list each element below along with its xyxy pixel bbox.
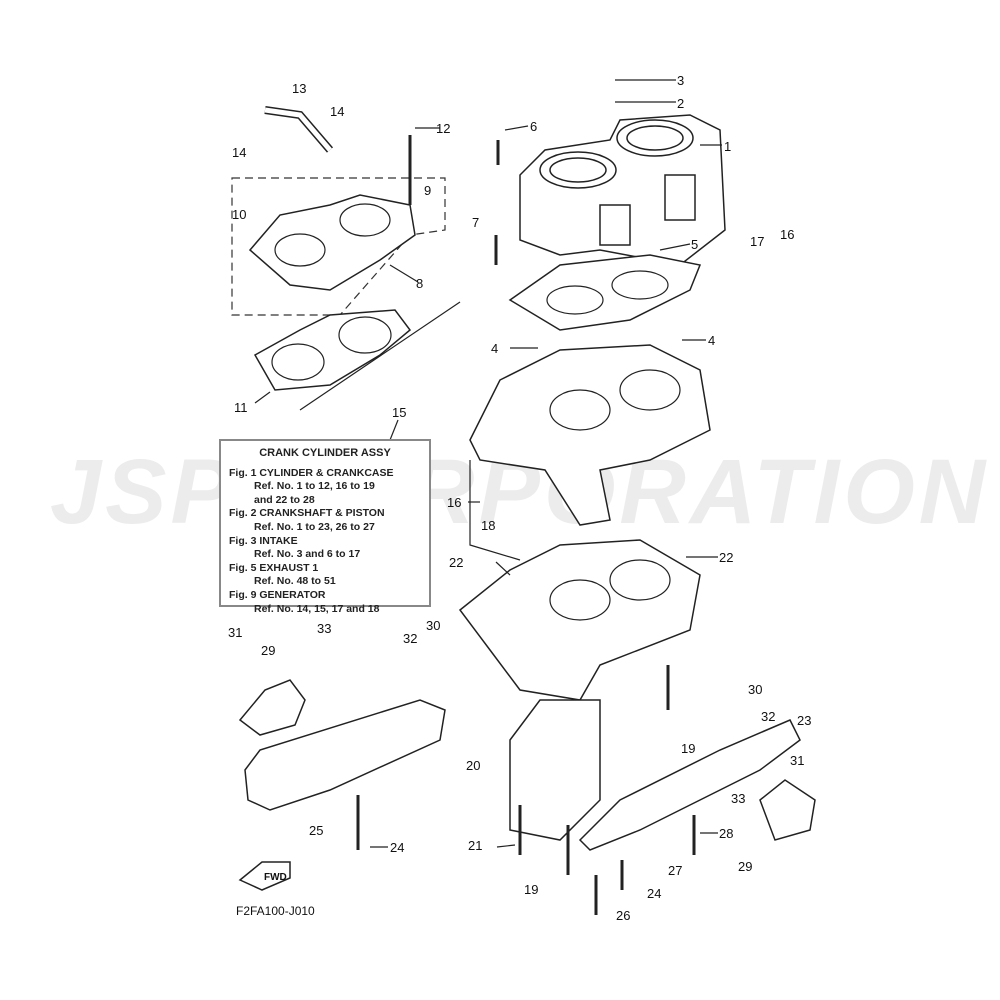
callout: 9 — [424, 183, 431, 198]
callout: 32 — [761, 709, 775, 724]
callout: 5 — [691, 237, 698, 252]
callout: 8 — [416, 276, 423, 291]
fig-1-refs-cont: and 22 to 28 — [254, 493, 315, 506]
figure-code: F2FA100-J010 — [236, 904, 315, 918]
fig-1-refs: Ref. No. 1 to 12, 16 to 19 — [254, 480, 375, 493]
callout: 29 — [738, 859, 752, 874]
callout: 18 — [481, 518, 495, 533]
callout: 15 — [392, 405, 406, 420]
callout: 4 — [491, 341, 498, 356]
callout: 31 — [790, 753, 804, 768]
fig-5-label: Fig. 5 EXHAUST 1 — [229, 561, 319, 574]
callout: 23 — [797, 713, 811, 728]
engine-mount-left — [244, 699, 446, 811]
callout: 33 — [731, 791, 745, 806]
fig-3-label: Fig. 3 INTAKE — [229, 534, 298, 547]
callout: 17 — [750, 234, 764, 249]
fig-2-refs: Ref. No. 1 to 23, 26 to 27 — [254, 520, 375, 533]
callout: 2 — [677, 96, 684, 111]
callout: 25 — [309, 823, 323, 838]
fig-2-label: Fig. 2 CRANKSHAFT & PISTON — [229, 507, 385, 520]
fig-3-refs: Ref. No. 3 and 6 to 17 — [254, 548, 361, 561]
callout: 14 — [232, 145, 246, 160]
callout: 10 — [232, 207, 246, 222]
callout-labels: 3 2 1 12 6 13 14 14 9 10 7 17 16 5 8 4 4… — [228, 73, 811, 923]
head-gasket — [253, 309, 412, 391]
callout: 29 — [261, 643, 275, 658]
callout: 20 — [466, 758, 480, 773]
callout: 16 — [447, 495, 461, 510]
callout: 19 — [681, 741, 695, 756]
callout: 22 — [719, 550, 733, 565]
leader-lines — [254, 79, 722, 848]
callout: 22 — [449, 555, 463, 570]
callout: 24 — [390, 840, 404, 855]
intake-part — [509, 699, 601, 841]
bolts — [356, 135, 696, 915]
fig-1-label: Fig. 1 CYLINDER & CRANKCASE — [229, 466, 394, 479]
fig-9-label: Fig. 9 GENERATOR — [229, 588, 326, 601]
engine-mount-right — [578, 719, 801, 851]
callout: 4 — [708, 333, 715, 348]
callout: 14 — [330, 104, 344, 119]
callout: 33 — [317, 621, 331, 636]
fig-5-refs: Ref. No. 48 to 51 — [254, 575, 336, 588]
callout: 12 — [436, 121, 450, 136]
upper-crankcase — [469, 344, 711, 526]
callout: 21 — [468, 838, 482, 853]
fig-9-refs: Ref. No. 14, 15, 17 and 18 — [254, 602, 380, 615]
callout: 19 — [524, 882, 538, 897]
callout: 16 — [780, 227, 794, 242]
callout: 30 — [426, 618, 440, 633]
callout: 28 — [719, 826, 733, 841]
fwd-label: FWD — [264, 872, 287, 883]
rubber-mount-right — [759, 779, 816, 841]
cylinder-part — [519, 114, 726, 266]
assembly-reference-box: CRANK CYLINDER ASSY Fig. 1 CYLINDER & CR… — [219, 439, 431, 615]
rubber-mount-left — [238, 679, 306, 736]
fwd-arrow: FWD — [238, 861, 291, 891]
callout: 13 — [292, 81, 306, 96]
callout: 3 — [677, 73, 684, 88]
callout: 24 — [647, 886, 661, 901]
cylinder-gasket — [508, 254, 702, 331]
callout: 7 — [472, 215, 479, 230]
callout: 11 — [234, 400, 248, 415]
assembly-title: CRANK CYLINDER ASSY — [259, 447, 391, 459]
callout: 6 — [530, 119, 537, 134]
callout: 32 — [403, 631, 417, 646]
callout: 30 — [748, 682, 762, 697]
callout: 27 — [668, 863, 682, 878]
callout: 31 — [228, 625, 242, 640]
cylinder-head — [248, 194, 416, 291]
callout: 1 — [724, 139, 731, 154]
callout: 26 — [616, 908, 630, 923]
